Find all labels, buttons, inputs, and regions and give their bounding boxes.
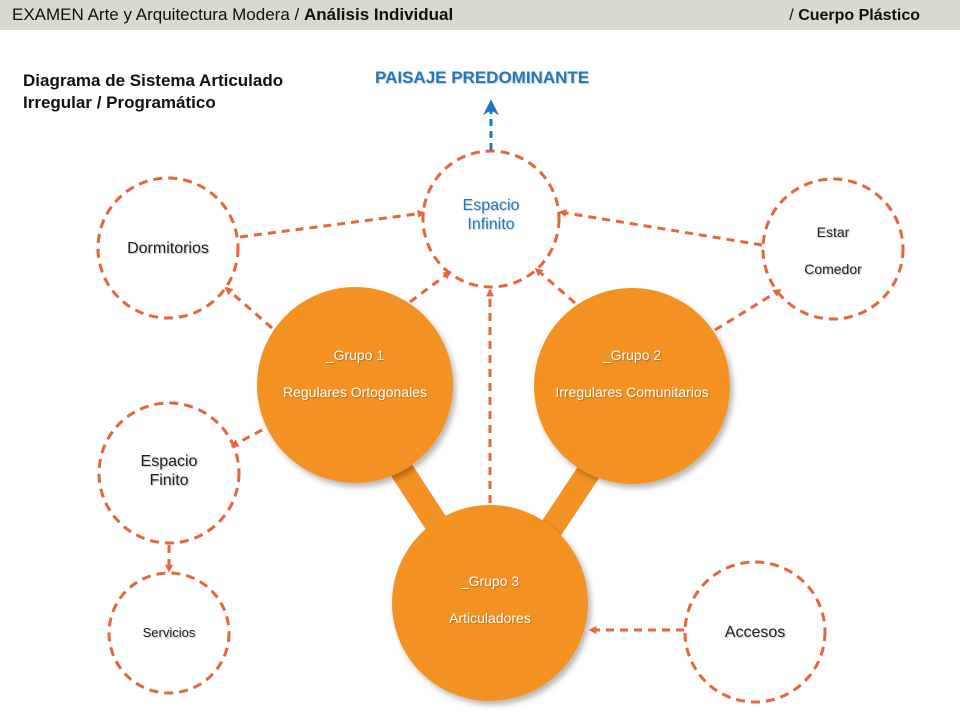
- node-espacio-finito-ring: [97, 401, 241, 545]
- arrow-grupo2-espacio-infinito: [534, 267, 576, 305]
- arrow-grupo2-estar: [714, 288, 782, 332]
- node-espacio-infinito: Espacio Infinito: [462, 197, 520, 234]
- node-estar-comedor-ring: [761, 177, 905, 321]
- node-accesos-ring: [683, 560, 827, 704]
- arrow-grupo1-dormitorios: [224, 286, 273, 330]
- node-grupo2-circle: [534, 288, 730, 484]
- node-grupo1: _Grupo 1 Regulares Ortogonales: [283, 347, 427, 400]
- section-title: / Cuerpo Plástico: [789, 7, 920, 24]
- diagram-title: Diagrama de Sistema Articulado Irregular…: [23, 70, 283, 114]
- node-servicios: Servicios: [142, 625, 196, 640]
- diagram-title-line2: Irregular / Programático: [23, 93, 216, 112]
- header-bar: EXAMEN Arte y Arquitectura Modera / Anál…: [0, 0, 960, 30]
- diagram-title-line1: Diagrama de Sistema Articulado: [23, 71, 284, 90]
- node-espacio-infinito-ring: [421, 149, 561, 289]
- arrow-grupo1-espacio-infinito: [409, 270, 452, 304]
- node-estar-comedor: Estar Comedor: [804, 224, 862, 277]
- connector-grupo2-grupo3: [534, 463, 601, 545]
- node-accesos: Accesos: [724, 624, 786, 641]
- node-grupo2: _Grupo 2 Irregulares Comunitarios: [555, 347, 709, 400]
- arrow-estar-espacio-infinito: [558, 209, 763, 247]
- node-grupo3-circle: [392, 505, 588, 701]
- node-servicios-ring: [107, 571, 231, 695]
- node-grupo3: _Grupo 3 Articuladores: [449, 573, 531, 626]
- arrow-grupo1-espacio-finito: [230, 428, 263, 448]
- top-label-paisaje: PAISAJE PREDOMINANTE: [375, 68, 590, 87]
- node-espacio-finito: Espacio Finito: [140, 453, 198, 490]
- arrow-dormitorios-espacio-infinito: [239, 209, 426, 239]
- exam-title: EXAMEN Arte y Arquitectura Modera / Anál…: [12, 5, 454, 24]
- node-grupo1-circle: [257, 287, 453, 483]
- node-dormitorios: Dormitorios: [127, 240, 209, 257]
- node-dormitorios-ring: [96, 176, 240, 320]
